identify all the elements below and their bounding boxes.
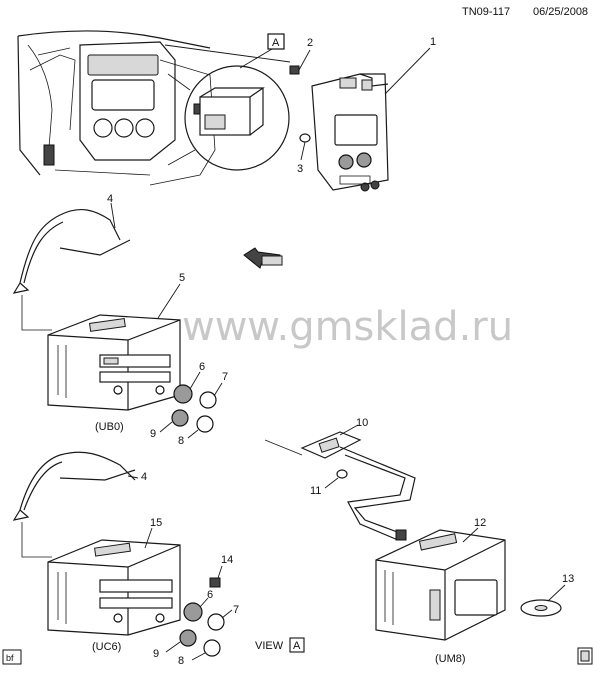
watermark: www.gmsklad.ru <box>182 304 513 350</box>
disc-part-13: 13 <box>520 573 574 617</box>
label-uc6: (UC6) <box>92 641 121 653</box>
cable-part-10: 10 <box>264 417 416 541</box>
corner-tag-right <box>577 647 593 665</box>
view-word: VIEW <box>255 640 284 652</box>
callout-14: 14 <box>221 554 233 566</box>
callout-7a: 7 <box>222 371 228 383</box>
label-ub0: (UB0) <box>95 421 124 433</box>
radio-ub0-part-5: 5 <box>47 272 185 411</box>
detail-circle <box>167 65 290 171</box>
callout-8b: 8 <box>178 655 184 667</box>
screw-part-11: 11 <box>310 469 348 497</box>
callout-9b: 9 <box>153 648 159 660</box>
view-a-caption: VIEW A <box>255 637 305 653</box>
callout-4a: 4 <box>107 193 113 205</box>
clip-part-2: 2 <box>289 37 313 75</box>
antenna-cable-part-4b: 4 <box>12 451 147 558</box>
antenna-cable-part-4: 4 <box>12 193 131 331</box>
figure-date: 06/25/2008 <box>533 6 588 18</box>
radio-um8-part-12: 12 <box>375 517 506 641</box>
callout-10: 10 <box>356 417 368 429</box>
knob-set-ub0: 6 7 9 8 <box>150 361 228 447</box>
callout-5: 5 <box>179 272 185 284</box>
corner-tag-text: bf <box>6 653 14 663</box>
callout-4b: 4 <box>141 471 147 483</box>
callout-6a: 6 <box>199 361 205 373</box>
view-a-marker: A <box>164 33 291 69</box>
front-arrow <box>243 247 283 269</box>
callout-3: 3 <box>297 163 303 175</box>
callout-6b: 6 <box>207 589 213 601</box>
label-um8: (UM8) <box>435 653 466 665</box>
callout-9a: 9 <box>150 428 156 440</box>
view-letter: A <box>293 640 301 652</box>
knob-set-uc6: 14 6 7 9 8 <box>153 554 239 667</box>
callout-2: 2 <box>307 37 313 49</box>
callout-8a: 8 <box>178 435 184 447</box>
callout-7b: 7 <box>233 604 239 616</box>
screw-part-3: 3 <box>297 133 311 175</box>
figure-id: TN09-117 <box>462 6 510 18</box>
view-a-letter: A <box>272 37 280 49</box>
radio-uc6-part-15: 15 <box>47 517 181 636</box>
callout-15: 15 <box>150 517 162 529</box>
callout-11: 11 <box>310 485 321 497</box>
callout-12: 12 <box>474 517 486 529</box>
dashboard-illustration <box>17 30 216 186</box>
callout-13: 13 <box>562 573 574 585</box>
callout-1: 1 <box>430 36 436 48</box>
corner-tag-left: bf <box>2 649 22 665</box>
bezel-part-1: 1 <box>311 36 436 192</box>
